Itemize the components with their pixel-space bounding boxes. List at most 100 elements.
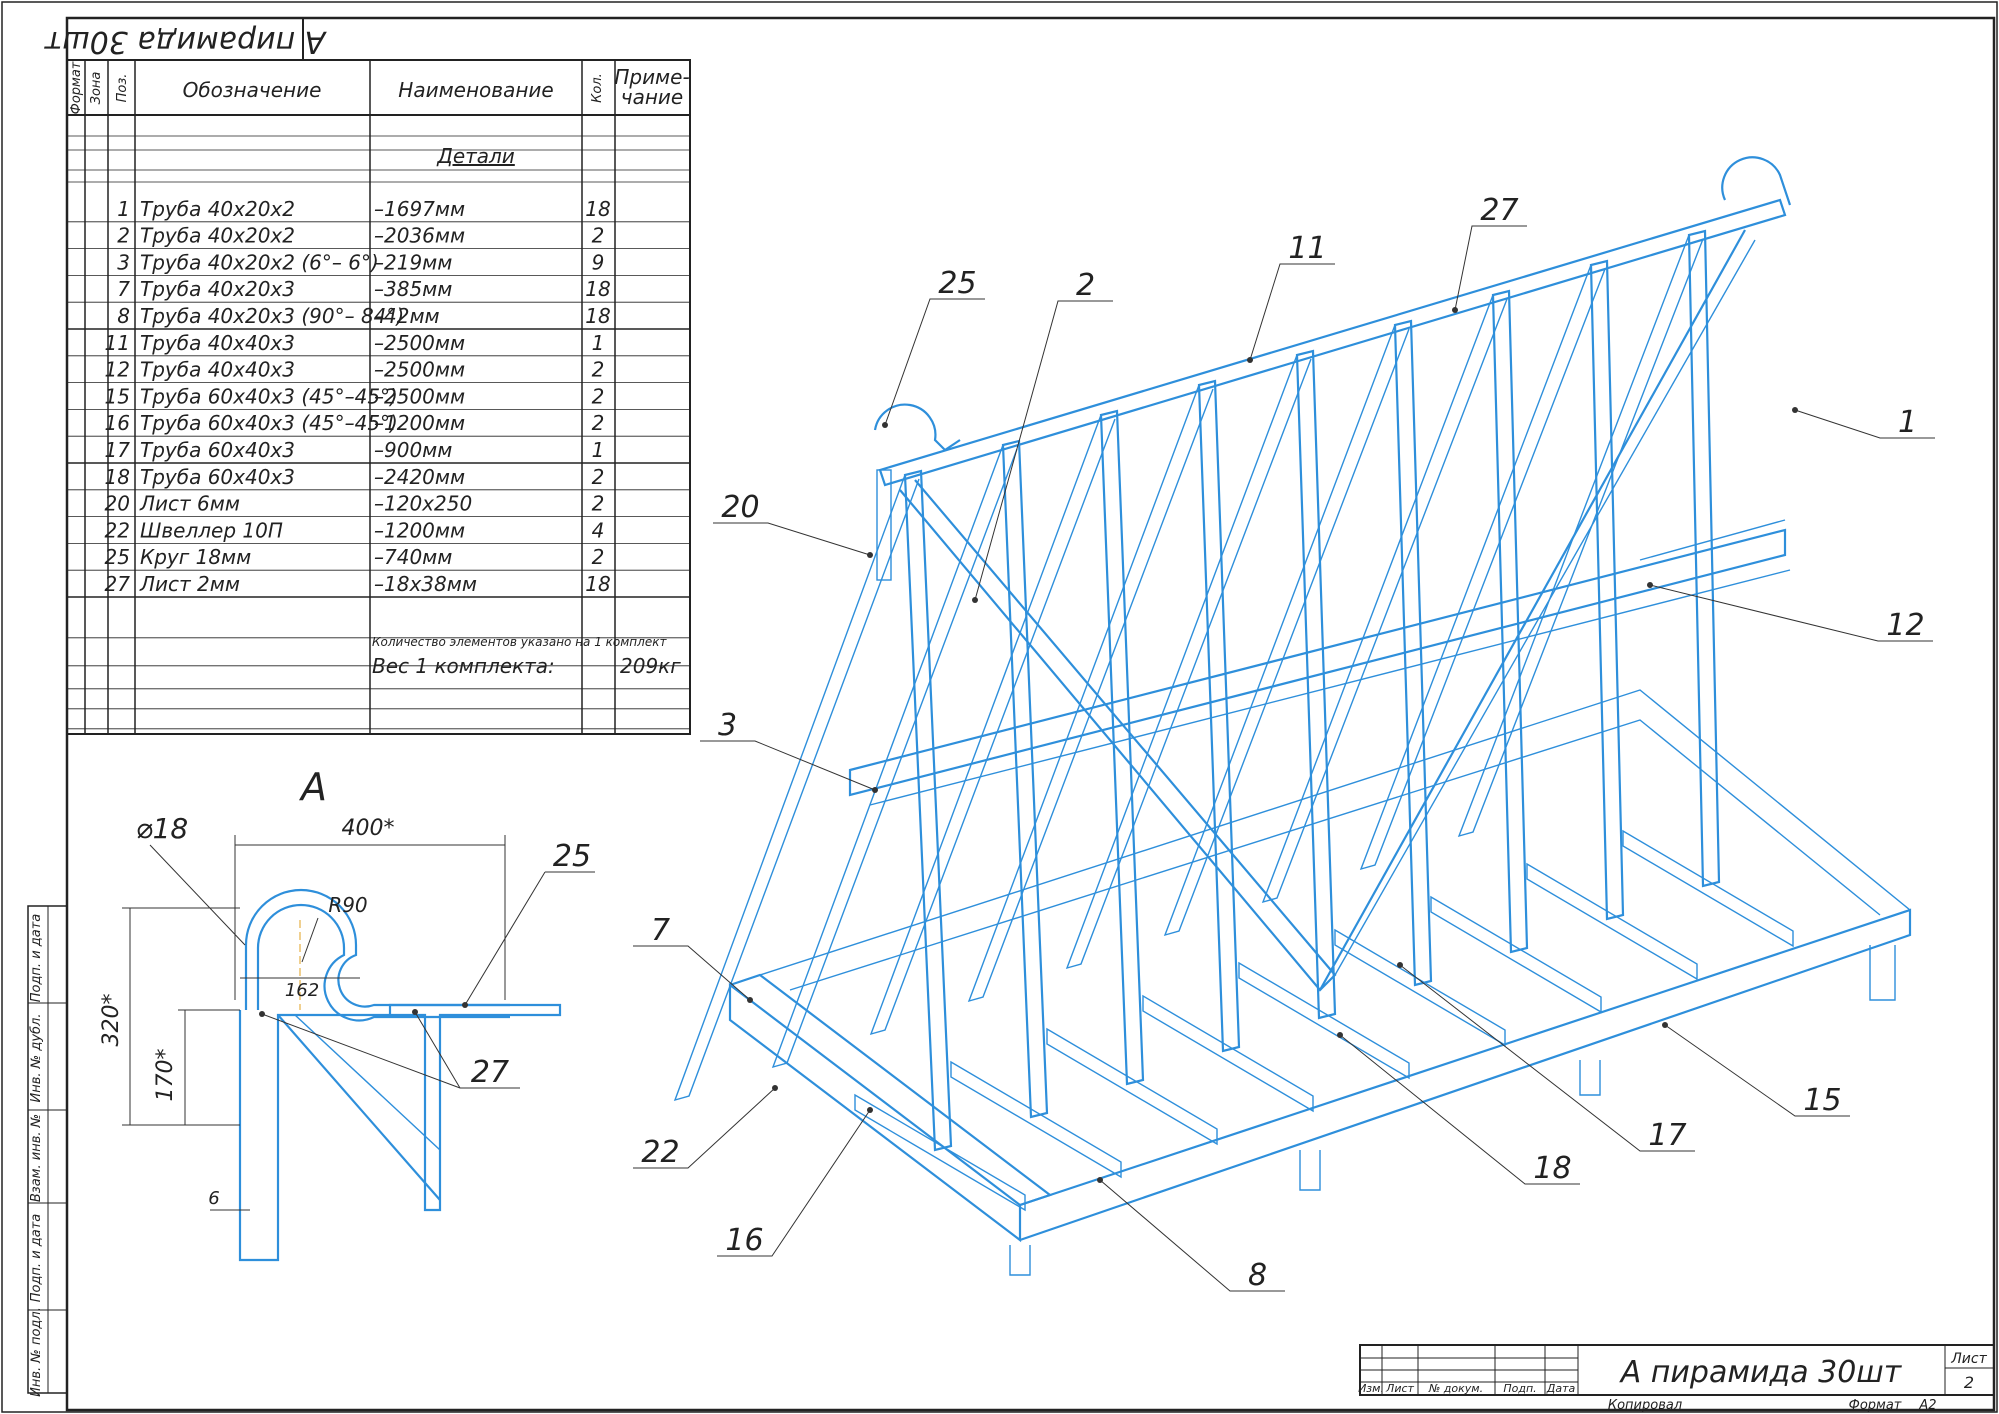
- callout-leader: [1649, 584, 1933, 642]
- callout-label: 8: [1248, 1258, 1267, 1293]
- spec-row-qty: 2: [592, 545, 605, 569]
- spec-row-name: –2036мм: [374, 224, 465, 248]
- rear-upright: [1457, 234, 1704, 838]
- callout-dot: [872, 787, 878, 793]
- hdr-note-line1: Приме-: [614, 65, 689, 89]
- spec-row-pos: 2: [117, 224, 130, 248]
- spec-row-pos: 16: [105, 411, 130, 435]
- callout-dot: [1452, 307, 1458, 313]
- spec-row-pos: 27: [105, 572, 131, 596]
- detail-title: А: [298, 765, 327, 809]
- spec-row-pos: 7: [117, 277, 130, 301]
- upright: [1197, 379, 1241, 1053]
- spec-row-designation: Труба 40х20х3: [140, 277, 295, 301]
- spec-row-designation: Труба 60х40х3: [140, 465, 295, 489]
- detail-callout: 27: [471, 1055, 509, 1090]
- count-note: Количество элементов указано на 1 компле…: [372, 635, 667, 649]
- spec-row-name: –2420мм: [374, 465, 465, 489]
- dim-width: 400*: [342, 816, 395, 841]
- weight-label: Вес 1 комплекта:: [372, 654, 555, 678]
- floor-bar: [1142, 994, 1314, 1113]
- spec-row-name: –2500мм: [374, 384, 465, 408]
- spec-row-name: –1697мм: [374, 197, 465, 221]
- spec-row-name: –18х38мм: [374, 572, 477, 596]
- callout-dot: [972, 597, 978, 603]
- hdr-pos: Поз.: [115, 74, 130, 103]
- callout-dot: [867, 552, 873, 558]
- weight-value: 209кг: [620, 654, 681, 678]
- callout-leader: [633, 1087, 776, 1169]
- callout-dot: [1097, 1177, 1103, 1183]
- floor-bar: [1046, 1027, 1218, 1146]
- spec-row-pos: 1: [117, 197, 130, 221]
- spec-row-qty: 2: [592, 492, 605, 516]
- upright: [903, 469, 953, 1152]
- spec-row-pos: 20: [105, 492, 130, 516]
- callout-dot: [1397, 962, 1403, 968]
- spec-row-name: –42мм: [374, 304, 440, 328]
- floor-bar: [854, 1093, 1026, 1212]
- rear-upright: [1065, 354, 1312, 970]
- rear-upright: [771, 444, 1018, 1069]
- callout-dot: [1662, 1022, 1668, 1028]
- rev-col: Изм.: [1358, 1382, 1384, 1395]
- callout-leader: [884, 298, 985, 426]
- spec-row-designation: Труба 40х20х2: [140, 197, 295, 221]
- upright: [1295, 349, 1337, 1020]
- spec-row-designation: Труба 40х40х3: [140, 358, 295, 382]
- spec-row-designation: Лист 6мм: [139, 492, 240, 516]
- callout-label: 27: [1480, 193, 1518, 228]
- spec-row-name: –120х250: [374, 492, 472, 516]
- sheet-number: 2: [1964, 1373, 1974, 1392]
- callout-leader: [1249, 263, 1335, 361]
- dim-height: 320*: [99, 994, 124, 1047]
- drawing-name: А пирамида 30шт: [1619, 1355, 1903, 1390]
- rear-upright: [1261, 294, 1508, 904]
- callout-label: 11: [1288, 231, 1326, 266]
- callout-leader: [717, 1109, 871, 1257]
- spec-row-qty: 4: [592, 518, 605, 542]
- rear-upright: [869, 414, 1116, 1036]
- spec-row-designation: Труба 60х40х3: [140, 438, 295, 462]
- callout-label: 16: [725, 1223, 763, 1258]
- callout-dot: [867, 1107, 873, 1113]
- dim-diameter: ⌀18: [136, 812, 189, 845]
- spec-row-qty: 18: [585, 277, 610, 301]
- side-stamp-cell: Подп. и дата: [29, 1214, 44, 1303]
- spec-row-qty: 2: [592, 411, 605, 435]
- upright: [1589, 259, 1625, 921]
- rear-upright: [1163, 324, 1410, 937]
- callout-dot: [772, 1085, 778, 1091]
- detail-callout: 25: [553, 839, 591, 874]
- callout-label: 3: [718, 708, 737, 743]
- rev-col: Дата: [1546, 1382, 1576, 1395]
- floor-bar: [1526, 862, 1698, 981]
- spec-row-name: –740мм: [374, 545, 452, 569]
- spec-rules: [67, 135, 690, 730]
- callout-label: 12: [1886, 608, 1924, 643]
- callout-label: 17: [1648, 1118, 1686, 1153]
- spec-row-name: –900мм: [374, 438, 452, 462]
- spec-row-pos: 11: [105, 331, 130, 355]
- spec-row-pos: 22: [105, 518, 130, 542]
- side-stamp-cell: Подп. и дата: [29, 914, 44, 1003]
- floor-bar: [950, 1060, 1122, 1179]
- hdr-format: Формат: [69, 61, 84, 114]
- side-stamp-cell: Взам. инв. №: [29, 1114, 44, 1202]
- floor-bar: [1622, 829, 1794, 948]
- spec-row-pos: 3: [117, 250, 130, 274]
- spec-row-qty: 1: [592, 331, 605, 355]
- rear-upright: [673, 474, 920, 1102]
- top-stamp-text: А пирамида 30шт: [43, 24, 327, 59]
- callout-leader: [1099, 1179, 1285, 1292]
- spec-row-qty: 2: [592, 465, 605, 489]
- main-view: [673, 156, 1912, 1276]
- spec-row-name: –2500мм: [374, 331, 465, 355]
- rev-col: Подп.: [1503, 1382, 1536, 1395]
- spec-row-qty: 18: [585, 572, 610, 596]
- callout-label: 15: [1803, 1083, 1841, 1118]
- spec-row-name: –1200мм: [374, 411, 465, 435]
- hdr-qty: Кол.: [590, 73, 605, 103]
- callout-leader: [633, 945, 751, 1001]
